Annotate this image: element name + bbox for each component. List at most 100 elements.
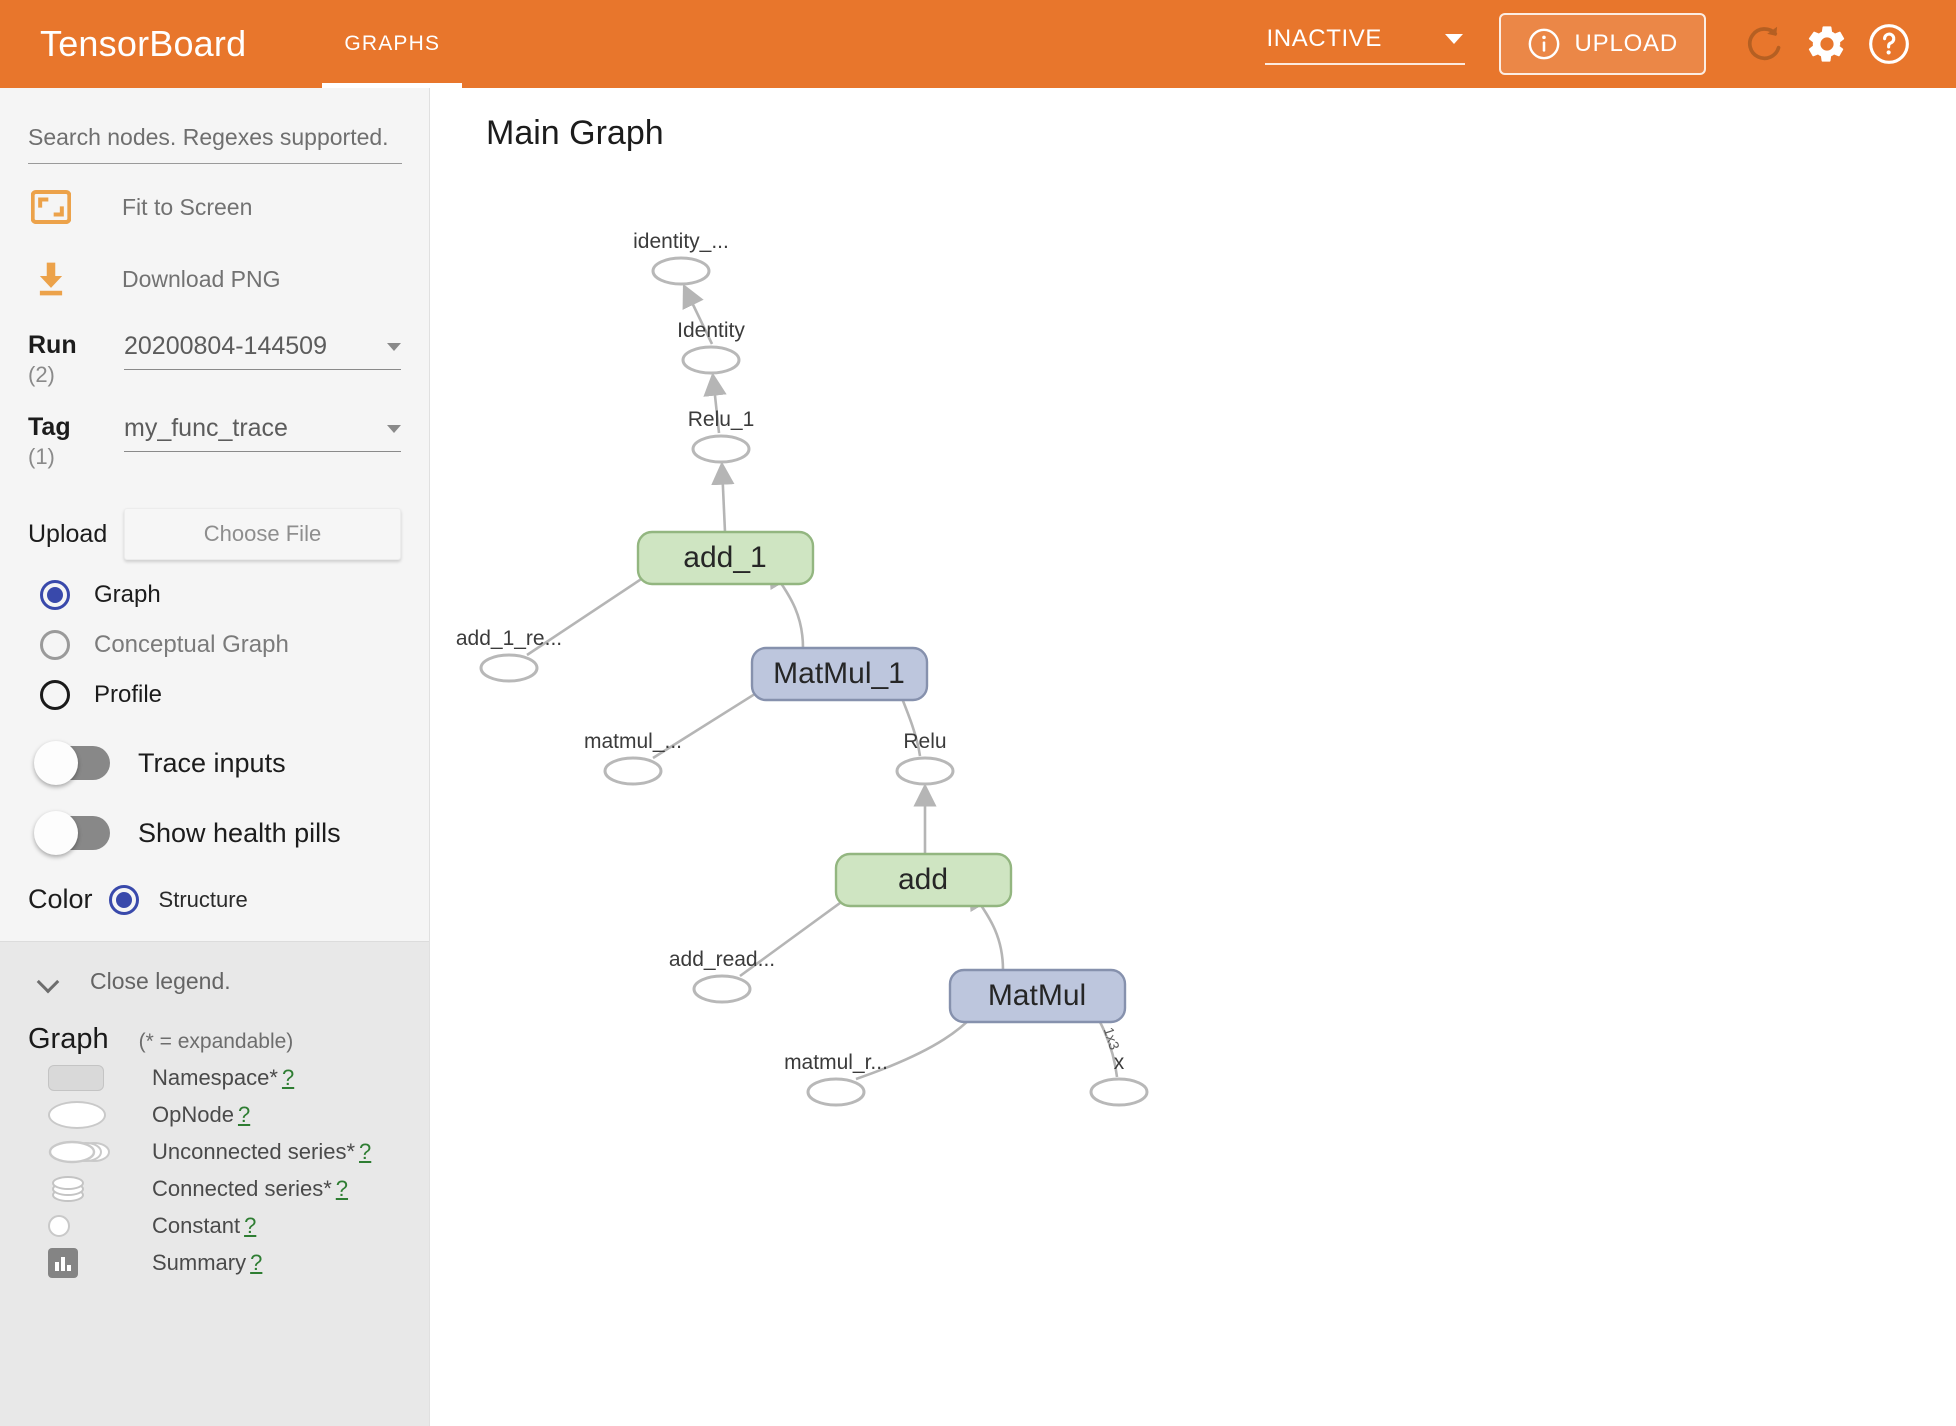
page-title: Main Graph	[486, 114, 664, 152]
node-relu-1[interactable]: Relu_1	[688, 408, 755, 464]
legend-item-constant: Constant?	[28, 1210, 401, 1241]
search-input[interactable]	[28, 118, 402, 164]
upload-button[interactable]: UPLOAD	[1498, 13, 1706, 75]
graph-canvas[interactable]: Main Graph identity_...	[431, 88, 1956, 1426]
node-identity-out[interactable]: identity_...	[633, 230, 729, 286]
node-matmul[interactable]: MatMul	[948, 968, 1127, 1024]
show-health-pills-toggle[interactable]: Show health pills	[28, 811, 401, 855]
legend-help-constant[interactable]: ?	[244, 1212, 257, 1238]
node-matmul-read[interactable]: matmul_r...	[784, 1051, 888, 1107]
graph-type-option-graph[interactable]: Graph	[28, 580, 401, 610]
node-label-matmul-1-read: matmul_...	[584, 730, 682, 753]
tag-label-group: Tag (1)	[28, 412, 124, 472]
graph-box-nodes[interactable]: add_1 MatMul_1 add MatMul	[636, 530, 1127, 1024]
download-png-action[interactable]: Download PNG	[28, 250, 401, 308]
trace-inputs-toggle[interactable]: Trace inputs	[28, 741, 401, 785]
chevron-down-icon	[1444, 34, 1463, 44]
graph-type-option-profile[interactable]: Profile	[28, 680, 401, 710]
download-icon	[28, 261, 74, 297]
run-count: (2)	[28, 362, 55, 387]
unconnected-series-swatch-icon	[28, 1137, 124, 1167]
node-label-matmul-1: MatMul_1	[773, 657, 905, 690]
legend-panel: Close legend. Graph (* = expandable) Nam…	[0, 941, 429, 1426]
node-add-1[interactable]: add_1	[636, 530, 815, 586]
node-label-identity-out: identity_...	[633, 230, 729, 253]
legend-label-opnode: OpNode	[152, 1101, 234, 1127]
legend-help-summary[interactable]: ?	[250, 1249, 263, 1275]
node-label-matmul: MatMul	[988, 979, 1086, 1012]
run-row: Run (2) 20200804-144509	[28, 330, 401, 390]
radio-graph-icon	[40, 580, 70, 610]
run-state-label: INACTIVE	[1266, 25, 1382, 52]
close-legend-button[interactable]: Close legend.	[28, 968, 401, 995]
top-app-bar: TensorBoard GRAPHS INACTIVE UPLOAD	[0, 0, 1956, 88]
toggle-switch-icon	[34, 811, 110, 855]
edge-add1-to-relu1	[711, 461, 735, 533]
legend-help-connected-series[interactable]: ?	[335, 1175, 349, 1201]
refresh-icon	[1748, 26, 1781, 61]
node-add-1-read[interactable]: add_1_re...	[456, 627, 562, 683]
help-button[interactable]	[1858, 13, 1920, 75]
chevron-down-icon	[387, 424, 401, 433]
legend-item-unconnected-series: Unconnected series*?	[28, 1136, 401, 1167]
legend-item-connected-series: Connected series*?	[28, 1173, 401, 1204]
run-state-dropdown[interactable]: INACTIVE	[1264, 23, 1465, 65]
graph-type-option-conceptual-graph[interactable]: Conceptual Graph	[28, 630, 401, 660]
namespace-swatch-icon	[28, 1064, 124, 1091]
node-label-relu-1: Relu_1	[688, 408, 755, 431]
choose-file-label: Choose File	[203, 521, 322, 546]
info-icon	[1528, 28, 1559, 60]
legend-header: Graph (* = expandable)	[28, 1023, 401, 1056]
node-identity[interactable]: Identity	[677, 319, 745, 375]
color-row: Color Structure	[28, 884, 401, 941]
tag-select[interactable]: my_func_trace	[124, 414, 401, 452]
show-health-pills-label: Show health pills	[138, 817, 341, 848]
node-matmul-1[interactable]: MatMul_1	[750, 646, 929, 702]
node-label-relu: Relu	[903, 730, 946, 753]
legend-item-opnode: OpNode?	[28, 1099, 401, 1130]
node-label-add-read: add_read...	[669, 948, 775, 971]
graph-type-label-profile: Profile	[94, 681, 163, 708]
sidebar: Fit to Screen Download PNG Run (2) 20200…	[0, 88, 430, 1426]
node-x[interactable]: x	[1089, 1051, 1149, 1107]
constant-swatch-icon	[28, 1214, 124, 1237]
run-label-group: Run (2)	[28, 330, 124, 390]
sidebar-controls: Fit to Screen Download PNG Run (2) 20200…	[0, 88, 429, 941]
legend-item-namespace: Namespace*?	[28, 1062, 401, 1093]
graph-ellipse-nodes[interactable]: identity_... Identity Relu_1 add_1_re...…	[456, 230, 1149, 1107]
legend-help-unconnected-series[interactable]: ?	[359, 1138, 372, 1164]
refresh-button[interactable]	[1734, 13, 1796, 75]
tag-value: my_func_trace	[124, 414, 288, 442]
run-label: Run	[28, 331, 77, 359]
fit-to-screen-label: Fit to Screen	[122, 193, 253, 220]
search-row	[28, 88, 402, 164]
settings-button[interactable]	[1796, 13, 1858, 75]
tab-graphs[interactable]: GRAPHS	[322, 0, 463, 88]
gear-icon	[1808, 26, 1845, 62]
legend-help-namespace[interactable]: ?	[281, 1064, 295, 1090]
chevron-down-icon	[40, 972, 60, 992]
legend-help-opnode[interactable]: ?	[237, 1101, 251, 1127]
choose-file-button[interactable]: Choose File	[124, 508, 401, 560]
node-add[interactable]: add	[834, 852, 1013, 908]
app-brand: TensorBoard	[40, 23, 247, 64]
opnode-swatch-icon	[28, 1100, 124, 1129]
fit-to-screen-action[interactable]: Fit to Screen	[28, 178, 401, 236]
node-label-x: x	[1114, 1051, 1125, 1074]
legend-label-unconnected-series: Unconnected series*	[152, 1138, 356, 1164]
node-label-matmul-read: matmul_r...	[784, 1051, 888, 1074]
run-select[interactable]: 20200804-144509	[124, 332, 401, 370]
legend-subtitle: (* = expandable)	[138, 1030, 294, 1053]
toggle-switch-icon	[34, 741, 110, 785]
node-relu[interactable]: Relu	[895, 730, 955, 786]
node-label-add-1: add_1	[683, 541, 766, 574]
legend-label-connected-series: Connected series*	[152, 1175, 332, 1201]
node-matmul-1-read[interactable]: matmul_...	[584, 730, 682, 786]
upload-row: Upload Choose File	[28, 508, 401, 560]
run-value: 20200804-144509	[124, 332, 327, 360]
graph-svg[interactable]: identity_... Identity Relu_1 add_1_re...…	[431, 88, 1956, 1426]
tag-row: Tag (1) my_func_trace	[28, 412, 401, 472]
help-icon	[1869, 24, 1909, 64]
node-add-read[interactable]: add_read...	[669, 948, 775, 1004]
radio-structure-icon[interactable]	[108, 884, 139, 915]
